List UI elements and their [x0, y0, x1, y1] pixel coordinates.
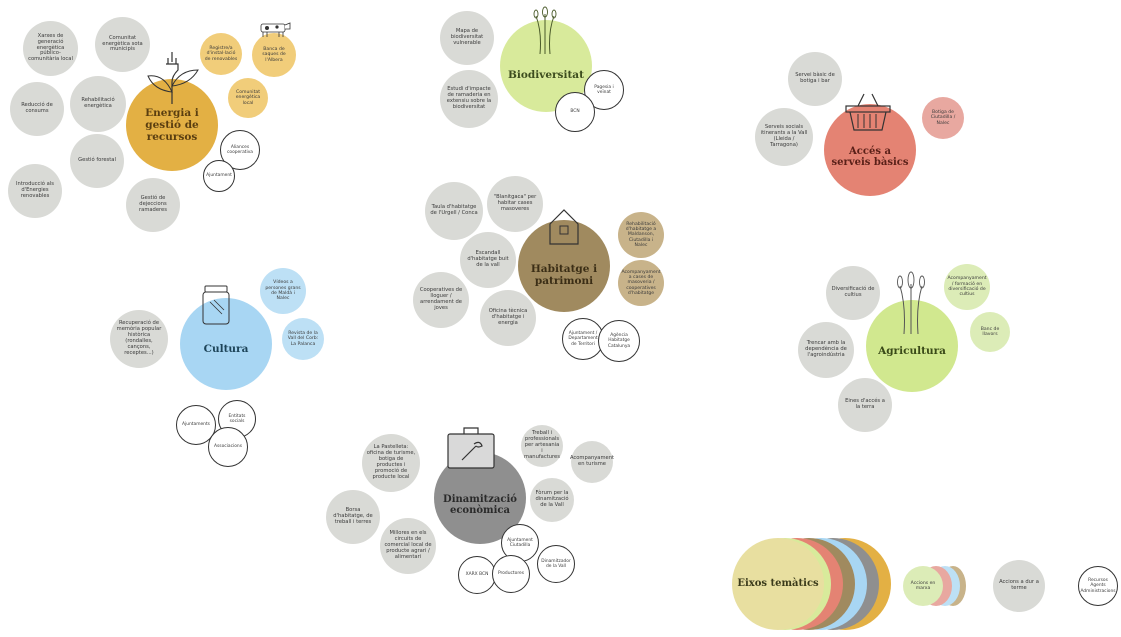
- node-millores-circuits: Millores en els circuits de comercial lo…: [380, 518, 436, 574]
- node-escandall: Escandall d'habitatge buit de la vall: [460, 232, 516, 288]
- node-ajuntament-territori: Ajuntament / Departament de Territori: [562, 318, 604, 360]
- toolbox-icon: [447, 427, 495, 469]
- node-borsa: Borsa d'habitatge, de treball i terres: [326, 490, 380, 544]
- legend-accions-en-marxa: Accions en marxa: [903, 566, 943, 606]
- node-rehabilitacio-habitatge: Rehabilitació d'habitatge a Maldanson, C…: [618, 212, 664, 258]
- node-dejeccions: Gestió de dejeccions ramaderes: [126, 178, 180, 232]
- node-acompanyament-turisme: Acompanyament en turisme: [570, 441, 614, 483]
- node-cooperatives-lloguer: Cooperatives de lloguer / arrendament de…: [413, 272, 469, 328]
- node-associacions: Associacions: [208, 427, 248, 467]
- node-serveis-socials: Serveis socials itinerants a la Vall (Ll…: [755, 108, 813, 166]
- node-registre: Registre/a d'instal·lació de renovables: [200, 33, 242, 75]
- grain-icon: [897, 271, 925, 334]
- jar-icon: [202, 285, 230, 325]
- agricultura-main-circle: Agricultura: [866, 300, 958, 392]
- cow-icon: [260, 22, 291, 37]
- node-xarx-bcn: XARX BCN: [458, 556, 496, 594]
- node-banca: Banca de saques de l'Albera: [252, 33, 296, 77]
- node-servei-basic: Servei bàsic de botiga i bar: [788, 52, 842, 106]
- node-videos: Vídeos a persones grans de Maldà i Nalec: [260, 268, 306, 314]
- node-ajuntament-energia: Ajuntament: [203, 160, 235, 192]
- node-comunitat-energetica: Comunitat energètica sota municipis: [95, 17, 150, 72]
- node-banc-llavors: Banc de llavors: [970, 312, 1010, 352]
- acces-main-circle: Accés a serveis bàsics: [824, 104, 916, 196]
- node-xarxes: Xarxes de generació energètica público-c…: [23, 21, 78, 76]
- node-comunitat-local: Comunitat energètica local: [228, 78, 268, 118]
- legend-accions-dur: Accions a dur a terme: [993, 560, 1045, 612]
- node-formacio-diversificacio: Acompanyament / formació en diversificac…: [944, 264, 990, 310]
- node-pastelleta: La Pastelleta: oficina de turisme, botig…: [362, 434, 420, 492]
- node-agencia-habitatge: Agència Habitatge Catalunya: [598, 320, 640, 362]
- node-treball-artesania: Treball i professionals per artesania i …: [521, 425, 563, 467]
- node-forum: Fòrum per la dinamització de la Vall: [530, 478, 574, 522]
- node-productores: Productores: [492, 555, 530, 593]
- node-estudi-impacte: Estudi d'impacte de ramaderia en extensi…: [440, 70, 498, 128]
- habitatge-main-circle: Habitatge i patrimoni: [518, 220, 610, 312]
- house-icon: [549, 209, 579, 245]
- node-dinamitzador: Dinamitzador de la Vall: [537, 545, 575, 583]
- cultura-main-circle: Cultura: [180, 298, 272, 390]
- plug-leaves-icon: [147, 52, 199, 104]
- node-acompanyament-masoveria: Acompanyament a cases de masoveria / coo…: [618, 260, 664, 306]
- node-oficina-tecnica: Oficina tècnica d'habitatge i energia: [480, 290, 536, 346]
- node-trencar-dependencia: Trencar amb la dependència de l'agroindú…: [798, 322, 854, 378]
- node-mapa-biodiversitat: Mapa de biodiversitat vulnerable: [440, 11, 494, 65]
- node-diversificacio: Diversificació de cultius: [826, 266, 880, 320]
- node-taula-habitatge: Taula d'habitatge de l'Urgell / Conca: [425, 182, 483, 240]
- legend-eixos-tematics: Eixos temàtics: [732, 538, 824, 630]
- node-gestio-forestal: Gestió forestal: [70, 134, 124, 188]
- wheat-icon: [533, 6, 557, 54]
- node-rehabilitacio: Rehabilitació energètica: [70, 76, 126, 132]
- node-memoria-popular: Recuperació de memòria popular històrica…: [110, 310, 168, 368]
- node-bcn: BCN: [555, 92, 595, 132]
- node-revista: Revista de la Vall del Corb: La Palanca: [282, 318, 324, 360]
- node-blanitgaca: "Blanitgaca" per habitar cases masoveres: [487, 176, 543, 232]
- node-eines-acces: Eines d'accés a la terra: [838, 378, 892, 432]
- node-introduccio: Introducció als d'Energies renovables: [8, 164, 62, 218]
- legend-agents: Recursos Agents Administracions: [1078, 566, 1118, 606]
- basket-icon: [845, 93, 891, 131]
- node-botiga-ciutadilla: Botiga de Ciutadilla / Nalec: [922, 97, 964, 139]
- node-reduccio: Reducció de consums: [10, 82, 64, 136]
